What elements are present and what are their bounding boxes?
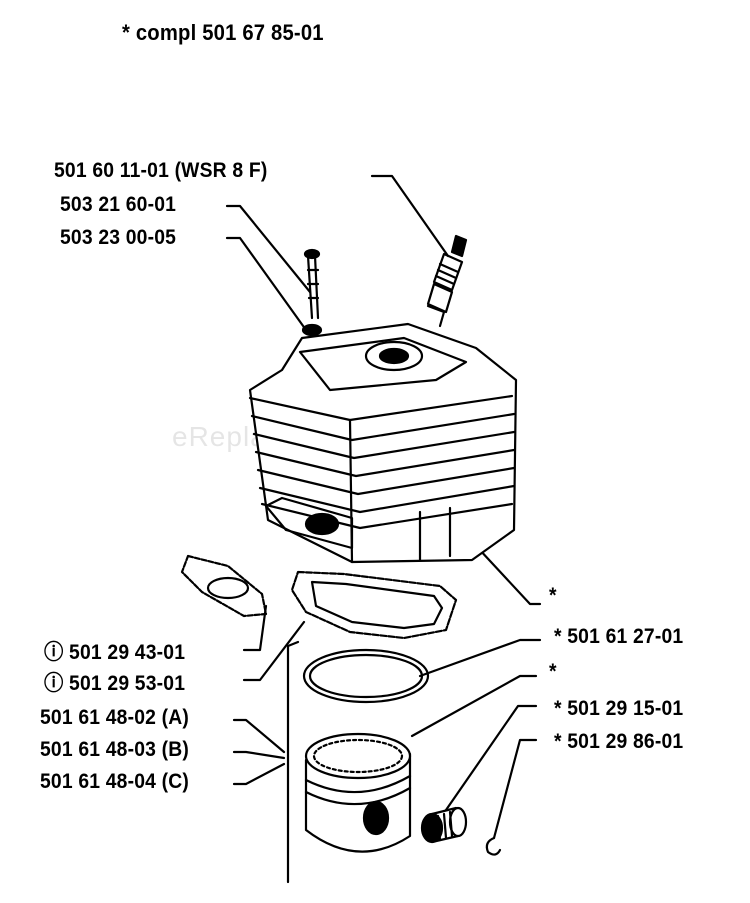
label-piston-ring: * 501 61 27-01 — [554, 625, 684, 648]
label-piston: * — [549, 660, 557, 683]
leader-spark-plug — [370, 174, 450, 258]
piston — [304, 732, 412, 853]
label-piston-c: 501 61 48-04 (C) — [40, 770, 190, 793]
label-spark-plug: 501 60 11-01 (WSR 8 F) — [54, 159, 268, 182]
leader-cylinder — [476, 546, 542, 606]
cylinder — [248, 322, 518, 564]
label-circlip: * 501 29 86-01 — [554, 730, 684, 753]
exhaust-gasket — [180, 554, 268, 618]
label-piston-a: 501 61 48-02 (A) — [40, 706, 190, 729]
leader-piston-b — [232, 750, 286, 760]
spark-plug — [426, 234, 468, 328]
label-piston-b: 501 61 48-03 (B) — [40, 738, 190, 761]
label-bolt: 503 21 60-01 — [60, 193, 177, 216]
needle-bearing — [420, 806, 468, 844]
leader-piston — [410, 674, 538, 738]
piston-group-bracket — [286, 640, 300, 884]
leader-washer — [225, 236, 308, 332]
piston-ring — [302, 648, 430, 704]
bolt-washer — [301, 248, 323, 360]
leader-piston-c — [232, 762, 286, 786]
label-gasket-1: ⓘ 501 29 43-01 — [44, 641, 186, 664]
leader-gasket-1 — [242, 604, 268, 652]
cylinder-gasket — [290, 570, 458, 640]
label-washer: 503 23 00-05 — [60, 226, 177, 249]
leader-needle-bearing — [444, 704, 538, 812]
leader-gasket-2 — [242, 620, 306, 682]
assembly-part-number: * compl 501 67 85-01 — [122, 20, 324, 45]
label-needle-bearing: * 501 29 15-01 — [554, 697, 684, 720]
leader-piston-a — [232, 718, 286, 754]
leader-piston-ring — [418, 638, 542, 678]
leader-bolt — [225, 204, 312, 294]
leader-circlip — [492, 738, 538, 840]
label-cylinder: * — [549, 584, 557, 607]
leader-lines — [225, 174, 542, 884]
circlip — [485, 836, 502, 856]
label-gasket-2: ⓘ 501 29 53-01 — [44, 672, 186, 695]
